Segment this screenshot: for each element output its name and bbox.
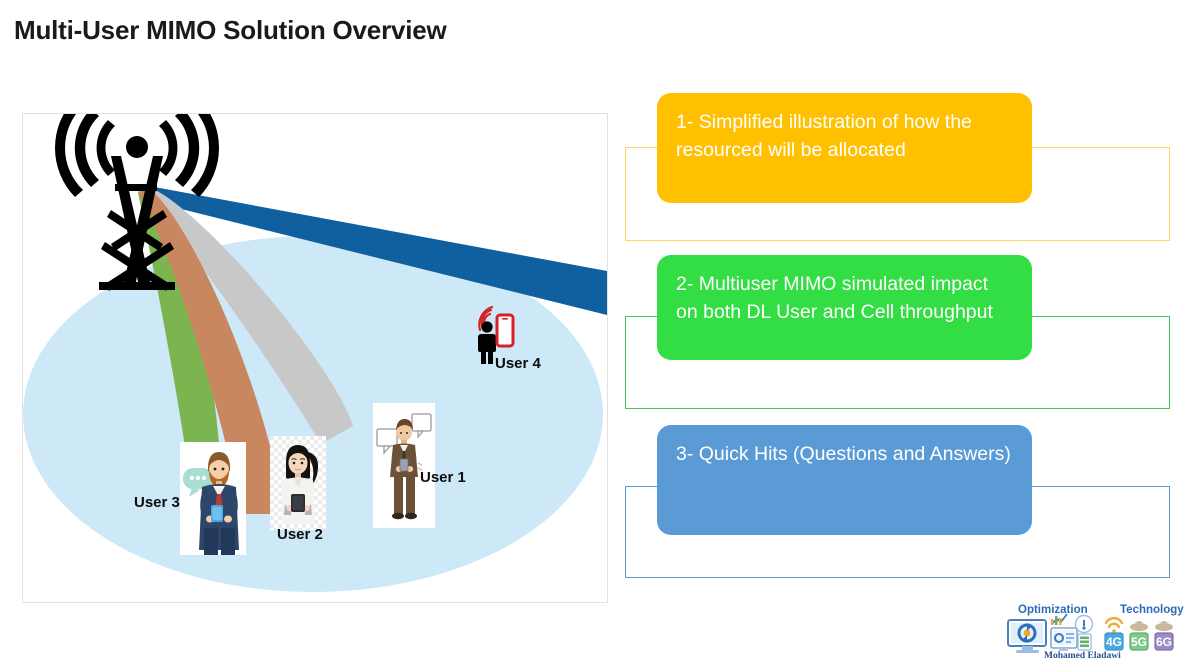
footer-icons: 4G 5G 6G [1007, 613, 1174, 653]
badge-5g: 5G [1129, 621, 1149, 651]
svg-text:5G: 5G [1131, 635, 1147, 649]
analytics-chart-icon [1050, 613, 1078, 651]
monitor-gear-icon [1007, 619, 1047, 653]
user-4-label: User 4 [495, 355, 541, 372]
badge-4g: 4G [1104, 616, 1124, 651]
person-silhouette [478, 321, 496, 364]
agenda-item-1[interactable]: 1- Simplified illustration of how the re… [657, 93, 1032, 203]
beam-user-4 [145, 186, 607, 316]
agenda-item-2-text: 2- Multiuser MIMO simulated impact on bo… [676, 273, 993, 323]
optimization-label: Optimization [1018, 604, 1088, 616]
agenda-item-3-text: 3- Quick Hits (Questions and Answers) [676, 443, 1011, 465]
signal-list-icon [1074, 614, 1094, 651]
user-3-figure [180, 442, 246, 555]
page-title: Multi-User MIMO Solution Overview [14, 15, 447, 45]
author-credit: Mohamed Eladawi [1044, 651, 1121, 661]
businessman-brown [390, 419, 423, 520]
cell-tower-icon [54, 114, 220, 291]
agenda-item-3[interactable]: 3- Quick Hits (Questions and Answers) [657, 425, 1032, 535]
beam-user-2 [139, 187, 285, 514]
agenda-item-2[interactable]: 2- Multiuser MIMO simulated impact on bo… [657, 255, 1032, 360]
footer-branding: Optimization Technology [1002, 600, 1194, 666]
user-2-label: User 2 [277, 526, 323, 543]
user-1-label: User 1 [420, 469, 466, 486]
user-4-figure [471, 306, 517, 366]
chat-bubble-icon [183, 468, 213, 497]
woman-with-phone [281, 445, 319, 524]
mimo-illustration-svg [23, 114, 607, 592]
user-2-figure [270, 436, 326, 530]
technology-label: Technology [1120, 604, 1184, 616]
user-1-figure [373, 403, 435, 528]
bearded-businessman [199, 452, 239, 555]
svg-text:6G: 6G [1156, 635, 1172, 649]
user-3-label: User 3 [134, 494, 180, 511]
beam-user-1 [143, 187, 353, 444]
badge-6g: 6G [1154, 621, 1174, 651]
agenda-item-1-text: 1- Simplified illustration of how the re… [676, 111, 972, 161]
svg-text:4G: 4G [1106, 635, 1122, 649]
mimo-illustration-panel: User 4 [22, 113, 608, 603]
beam-user-3 [138, 188, 223, 514]
